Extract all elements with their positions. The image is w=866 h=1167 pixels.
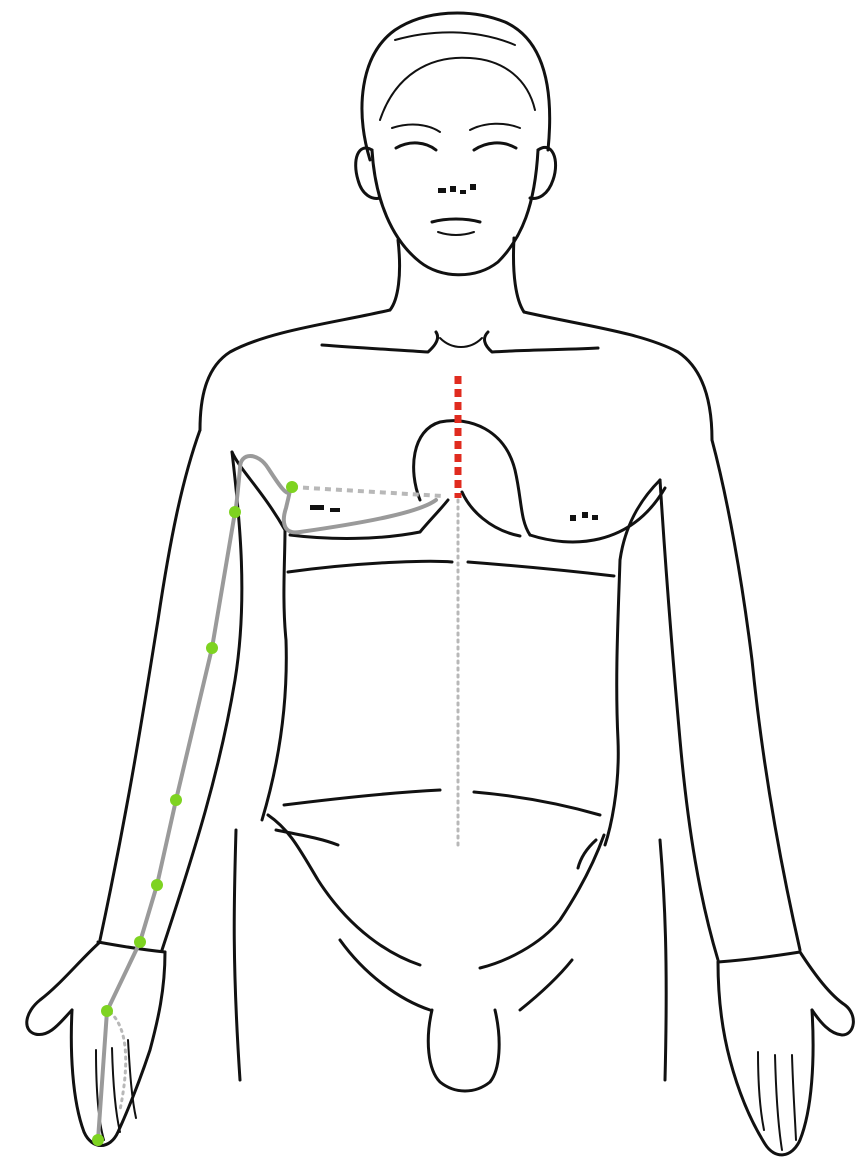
acupoint-elbow: [206, 642, 218, 654]
left-arm-outline: [27, 430, 242, 1146]
acupoint-palm: [101, 1005, 113, 1017]
acupoint-forearm-lower: [151, 879, 163, 891]
torso-outline: [200, 310, 712, 1091]
acupoint-wrist: [134, 936, 146, 948]
head-outline: [356, 13, 556, 312]
acupoint-upper-arm: [229, 506, 241, 518]
acupoint-chest-lateral: [286, 481, 298, 493]
acupoint-fingertip: [92, 1134, 104, 1146]
acupoint-layer: [92, 481, 298, 1146]
acupoint-forearm-upper: [170, 794, 182, 806]
right-arm-outline: [660, 440, 853, 1155]
